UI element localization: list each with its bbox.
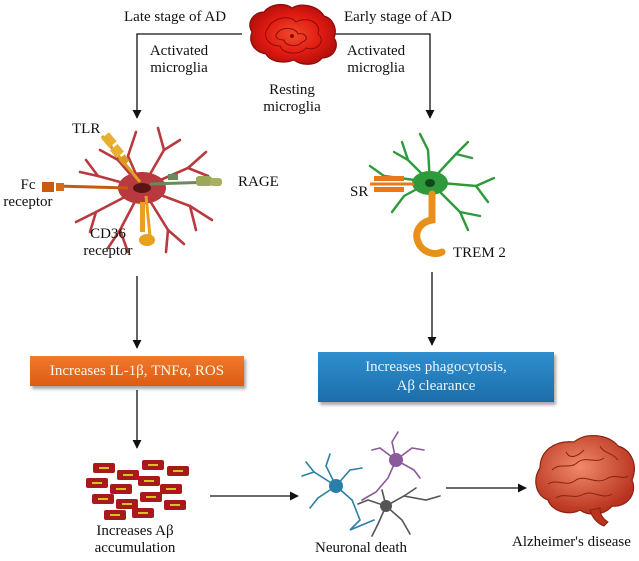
brain-icon <box>535 435 635 527</box>
resting-line1: Resting <box>269 82 315 98</box>
pro-inflammatory-box: Increases IL-1β, TNFα, ROS <box>30 356 244 386</box>
tlr-label: TLR <box>72 121 101 137</box>
fc-line1: Fc <box>20 177 36 193</box>
activated-microglia-early-icon <box>368 132 496 258</box>
pro-inflammatory-text: Increases IL-1β, TNFα, ROS <box>49 362 225 379</box>
activated-right-line1: Activated <box>346 43 406 59</box>
cd36-receptor-label: CD36 receptor <box>80 226 136 260</box>
amyloid-plaques-icon <box>86 460 189 520</box>
early-stage-label: Early stage of AD <box>344 9 452 25</box>
activated-microglia-left-label: Activated microglia <box>145 43 213 77</box>
neuronal-death-label: Neuronal death <box>315 540 408 556</box>
activated-microglia-right-label: Activated microglia <box>342 43 410 77</box>
rage-label: RAGE <box>238 174 279 190</box>
increases-ab-label: Increases Aβ accumulation <box>70 523 200 557</box>
increases-ab-line2: accumulation <box>94 540 176 556</box>
resting-line2: microglia <box>263 99 321 115</box>
arrow-to-early-stage <box>332 33 435 119</box>
sr-label: SR <box>350 184 369 200</box>
activated-microglia-late-icon <box>42 126 222 254</box>
phagocytosis-box: Increases phagocytosis, Aβ clearance <box>318 352 554 402</box>
arrow-to-late-stage <box>132 33 242 119</box>
alzheimers-disease-label: Alzheimer's disease <box>512 534 631 550</box>
flow-arrows <box>132 33 527 501</box>
phagocytosis-line1: Increases phagocytosis, <box>365 359 507 375</box>
resting-microglia-icon <box>249 3 337 65</box>
activated-left-line1: Activated <box>149 43 209 59</box>
fc-line2: receptor <box>3 194 53 210</box>
cd36-line2: receptor <box>83 243 133 259</box>
neurons-icon <box>301 431 441 537</box>
late-stage-label: Late stage of AD <box>124 9 227 25</box>
resting-microglia-label: Resting microglia <box>257 82 327 116</box>
phagocytosis-line2: Aβ clearance <box>396 378 476 394</box>
trem2-label: TREM 2 <box>453 245 506 261</box>
activated-right-line2: microglia <box>347 60 405 76</box>
fc-receptor-label: Fc receptor <box>0 177 56 211</box>
activated-left-line2: microglia <box>150 60 208 76</box>
increases-ab-line1: Increases Aβ <box>96 523 174 539</box>
cd36-line1: CD36 <box>90 226 126 242</box>
